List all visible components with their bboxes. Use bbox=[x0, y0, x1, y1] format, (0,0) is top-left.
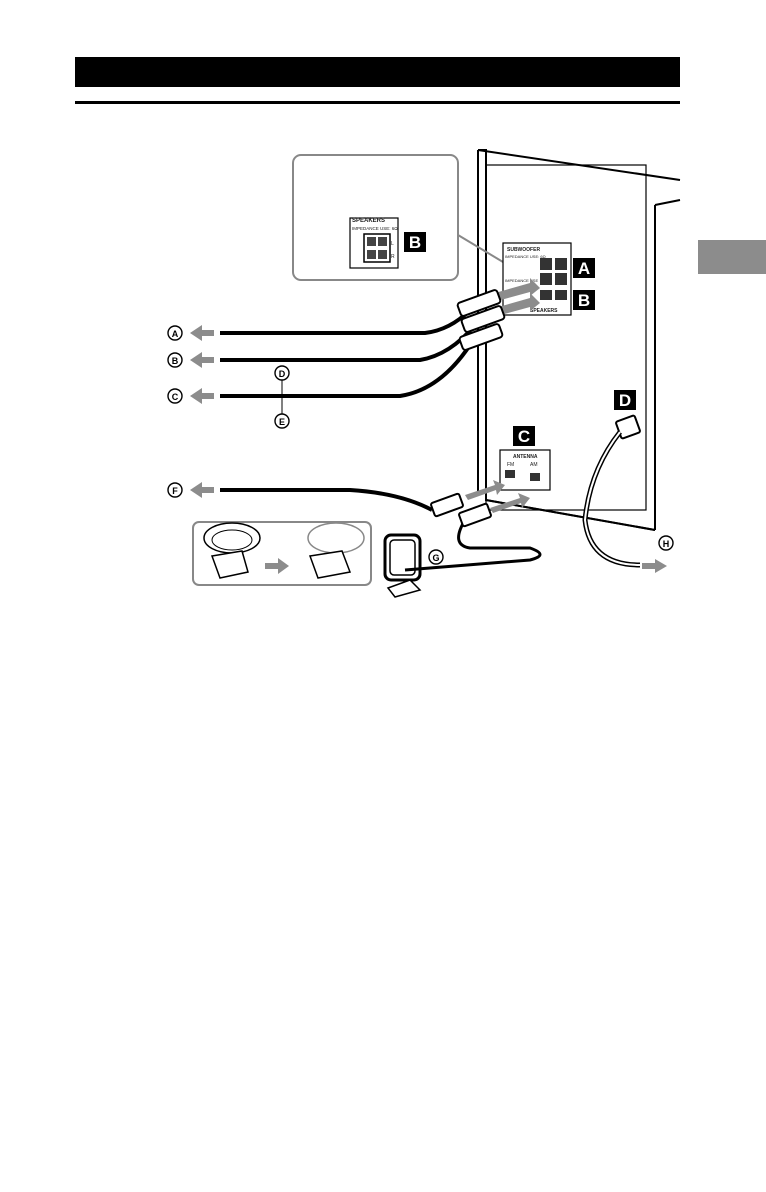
svg-text:A: A bbox=[172, 329, 179, 339]
svg-text:SPEAKERS: SPEAKERS bbox=[530, 308, 558, 314]
label-b-inset: B bbox=[409, 233, 421, 252]
antenna-panel: C ANTENNA FM AM bbox=[500, 426, 550, 490]
svg-text:B: B bbox=[172, 356, 179, 366]
fm-wire bbox=[220, 490, 432, 510]
svg-text:D: D bbox=[279, 369, 286, 379]
speaker-cables bbox=[220, 310, 475, 396]
svg-text:AM: AM bbox=[530, 462, 538, 468]
label-b: B bbox=[578, 291, 590, 310]
svg-text:H: H bbox=[663, 539, 670, 549]
left-arrows bbox=[190, 325, 214, 498]
svg-text:SUBWOOFER: SUBWOOFER bbox=[507, 247, 540, 253]
svg-text:F: F bbox=[172, 486, 178, 496]
plugs bbox=[457, 289, 505, 351]
label-c: C bbox=[518, 427, 530, 446]
svg-text:G: G bbox=[432, 553, 439, 563]
inset-speakers-text: SPEAKERS bbox=[352, 218, 385, 224]
speakers-inset: SPEAKERS IMPEDANCE USE: 6Ω L R B bbox=[293, 155, 503, 280]
svg-text:IMPEDANCE USE: 6Ω: IMPEDANCE USE: 6Ω bbox=[505, 254, 546, 259]
label-a: A bbox=[578, 259, 590, 278]
inset-imp-text: IMPEDANCE USE: 6Ω bbox=[352, 226, 398, 231]
am-loop-antenna bbox=[385, 503, 540, 597]
svg-text:E: E bbox=[279, 417, 285, 427]
svg-text:R: R bbox=[391, 254, 395, 260]
loop-assembly-inset bbox=[193, 522, 371, 585]
svg-text:ANTENNA: ANTENNA bbox=[513, 454, 538, 460]
label-d: D bbox=[619, 391, 631, 410]
svg-text:C: C bbox=[172, 392, 179, 402]
svg-text:L: L bbox=[391, 241, 394, 247]
svg-text:FM: FM bbox=[507, 462, 514, 468]
